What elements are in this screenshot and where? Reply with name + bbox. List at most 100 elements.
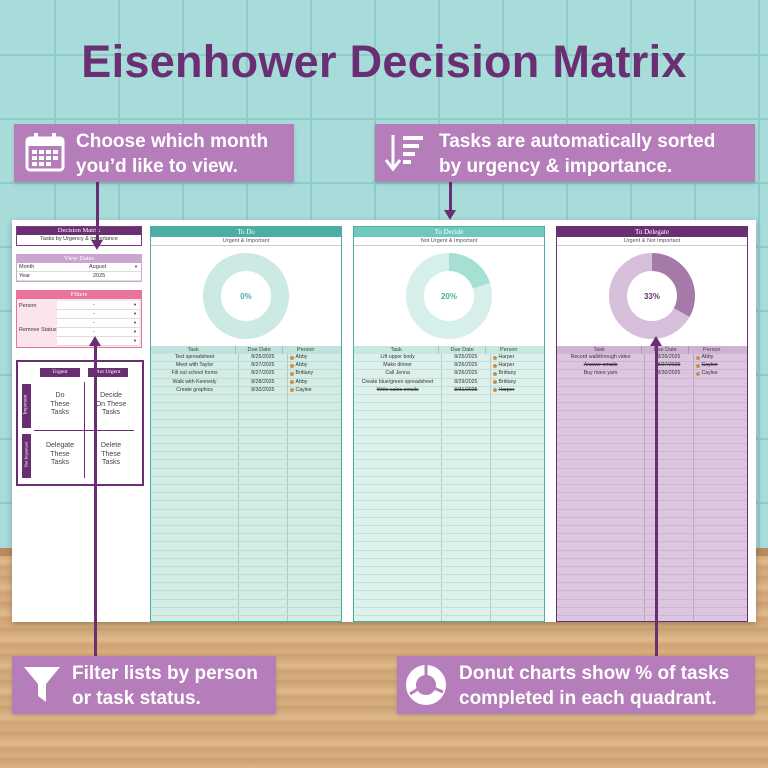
year-input[interactable]: 2025: [93, 273, 106, 279]
empty-row[interactable]: [354, 616, 544, 621]
empty-row[interactable]: [557, 534, 747, 543]
empty-row[interactable]: [151, 411, 341, 420]
empty-row[interactable]: [354, 509, 544, 518]
due-date-cell[interactable]: 8/26/2025: [441, 370, 489, 378]
person-cell[interactable]: Abby: [286, 362, 341, 370]
task-cell[interactable]: Test spreadsheet: [174, 354, 215, 360]
empty-row[interactable]: [354, 493, 544, 502]
empty-row[interactable]: [151, 468, 341, 477]
empty-row[interactable]: [151, 558, 341, 567]
empty-row[interactable]: [151, 493, 341, 502]
dropdown-arrow-icon[interactable]: ▼: [133, 311, 137, 316]
task-cell[interactable]: Walk with Kennedy: [172, 378, 217, 385]
empty-row[interactable]: [557, 501, 747, 510]
empty-row[interactable]: [151, 460, 341, 469]
due-date-cell[interactable]: 8/29/2025: [441, 378, 489, 386]
task-cell[interactable]: Fill out school forms: [171, 370, 218, 377]
empty-row[interactable]: [151, 452, 341, 461]
empty-row[interactable]: [557, 452, 747, 461]
due-date-cell[interactable]: 8/31/2025: [441, 386, 489, 394]
empty-row[interactable]: [557, 394, 747, 404]
due-date-cell[interactable]: 8/26/2025: [644, 354, 692, 362]
empty-row[interactable]: [557, 386, 747, 395]
due-date-cell[interactable]: 8/28/2025: [238, 378, 286, 386]
empty-row[interactable]: [151, 517, 341, 526]
empty-row[interactable]: [557, 591, 747, 600]
table-row[interactable]: Buy more yarn 8/30/2025 Caylee: [557, 370, 747, 379]
due-date-cell[interactable]: 8/25/2025: [441, 354, 489, 362]
empty-row[interactable]: [354, 591, 544, 600]
due-date-cell[interactable]: 8/27/2025: [238, 362, 286, 370]
empty-row[interactable]: [354, 403, 544, 412]
empty-row[interactable]: [557, 525, 747, 535]
person-cell[interactable]: Caylee: [692, 362, 747, 370]
task-cell[interactable]: Answer emails: [583, 362, 618, 369]
empty-row[interactable]: [557, 411, 747, 420]
empty-row[interactable]: [557, 460, 747, 469]
empty-row[interactable]: [557, 468, 747, 477]
empty-row[interactable]: [151, 591, 341, 600]
person-cell[interactable]: Abby: [692, 354, 747, 362]
filter-status-select-1[interactable]: -▼: [57, 310, 139, 319]
table-row[interactable]: Call Jenna 8/26/2025 Brittany: [354, 370, 544, 379]
person-cell[interactable]: Harper: [489, 354, 544, 362]
person-cell[interactable]: Brittany: [489, 378, 544, 386]
empty-row[interactable]: [354, 501, 544, 510]
table-row[interactable]: Meet with Taylor 8/27/2025 Abby: [151, 362, 341, 371]
empty-row[interactable]: [354, 468, 544, 477]
task-cell[interactable]: Record walkthrough video: [570, 354, 631, 360]
empty-row[interactable]: [354, 452, 544, 461]
empty-row[interactable]: [354, 476, 544, 485]
empty-row[interactable]: [557, 558, 747, 567]
empty-row[interactable]: [354, 599, 544, 608]
empty-row[interactable]: [354, 427, 544, 436]
task-cell[interactable]: Buy more yarn: [583, 370, 618, 377]
empty-row[interactable]: [151, 403, 341, 412]
empty-row[interactable]: [354, 534, 544, 543]
person-cell[interactable]: Harper: [489, 386, 544, 394]
empty-row[interactable]: [557, 509, 747, 518]
due-date-cell[interactable]: 8/30/2025: [238, 386, 286, 394]
empty-row[interactable]: [354, 583, 544, 592]
due-date-cell[interactable]: 8/30/2025: [644, 370, 692, 378]
empty-row[interactable]: [354, 542, 544, 551]
empty-row[interactable]: [557, 566, 747, 576]
filter-person-select[interactable]: -▼: [57, 301, 139, 310]
empty-row[interactable]: [151, 534, 341, 543]
table-row[interactable]: Make dinner 8/26/2025 Harper: [354, 362, 544, 371]
empty-row[interactable]: [151, 427, 341, 436]
empty-row[interactable]: [557, 493, 747, 502]
empty-row[interactable]: [151, 575, 341, 584]
empty-row[interactable]: [151, 616, 341, 621]
table-row[interactable]: Lift upper body 8/25/2025 Harper: [354, 354, 544, 363]
empty-row[interactable]: [151, 476, 341, 485]
empty-row[interactable]: [557, 599, 747, 608]
empty-row[interactable]: [557, 517, 747, 526]
empty-row[interactable]: [151, 485, 341, 494]
empty-row[interactable]: [354, 566, 544, 576]
empty-row[interactable]: [557, 607, 747, 616]
empty-row[interactable]: [354, 607, 544, 616]
table-row[interactable]: Fill out school forms 8/27/2025 Brittany: [151, 370, 341, 379]
empty-row[interactable]: [151, 394, 341, 404]
dropdown-arrow-icon[interactable]: ▼: [133, 302, 137, 307]
empty-row[interactable]: [354, 444, 544, 453]
task-cell[interactable]: Make dinner: [383, 362, 412, 369]
table-row[interactable]: Test spreadsheet 8/25/2025 Abby: [151, 354, 341, 363]
task-cell[interactable]: Meet with Taylor: [175, 362, 214, 369]
dropdown-arrow-icon[interactable]: ▼: [133, 320, 137, 325]
empty-row[interactable]: [151, 501, 341, 510]
person-cell[interactable]: Caylee: [286, 386, 341, 394]
month-dropdown-icon[interactable]: ▼: [134, 264, 138, 269]
due-date-cell[interactable]: 8/26/2025: [441, 362, 489, 370]
empty-row[interactable]: [557, 550, 747, 559]
empty-row[interactable]: [354, 485, 544, 494]
empty-row[interactable]: [557, 575, 747, 584]
person-cell[interactable]: Abby: [286, 378, 341, 386]
empty-row[interactable]: [354, 435, 544, 445]
person-cell[interactable]: Brittany: [286, 370, 341, 378]
dropdown-arrow-icon[interactable]: ▼: [133, 329, 137, 334]
empty-row[interactable]: [557, 427, 747, 436]
empty-row[interactable]: [557, 444, 747, 453]
empty-row[interactable]: [354, 525, 544, 535]
